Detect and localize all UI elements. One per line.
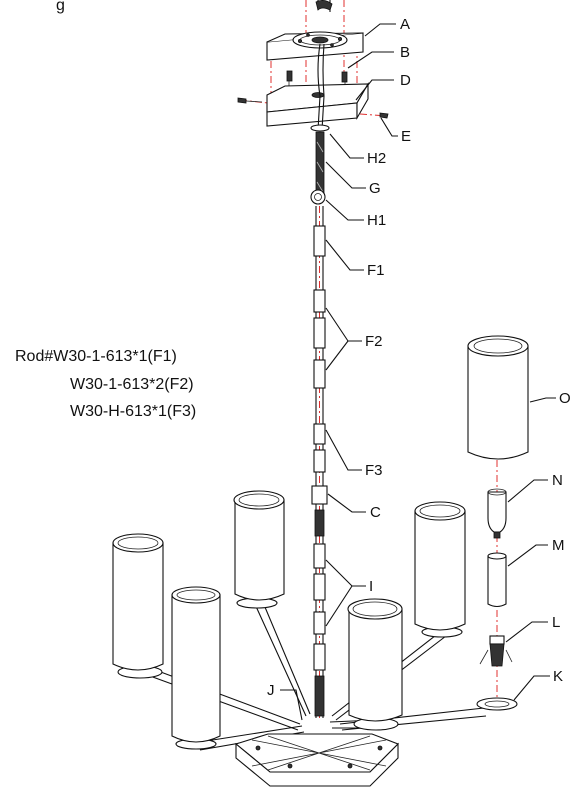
mounting-plate-A: [266, 31, 364, 61]
canopy-D: [266, 81, 369, 127]
shade-4: [347, 598, 403, 722]
coupler-C: [311, 485, 328, 505]
rod-bottom: [314, 675, 325, 717]
label-M: M: [552, 537, 565, 554]
label-G: G: [369, 180, 381, 197]
sleeve-M: [487, 552, 507, 608]
rod-segment-F2b: [313, 317, 326, 349]
label-F2: F2: [365, 333, 383, 350]
label-F3: F3: [365, 462, 383, 479]
rod-spec-line2: W30-1-613*2(F2): [70, 376, 194, 393]
rod-segment-Ic: [313, 611, 326, 635]
label-K: K: [553, 668, 563, 685]
label-I: I: [369, 578, 373, 595]
label-E: E: [401, 128, 411, 145]
rod-segment-F3b: [313, 449, 326, 473]
rod-stem: [310, 124, 330, 718]
label-H1: H1: [367, 212, 386, 229]
label-H2: H2: [367, 150, 386, 167]
shade-5: [414, 501, 466, 631]
loop-H1: [310, 189, 326, 205]
shade-2: [171, 586, 221, 743]
leader-lines: [280, 23, 556, 721]
rod-spec-line1: Rod#W30-1-613*1(F1): [15, 348, 177, 365]
label-O: O: [559, 390, 571, 407]
rod-spec: Rod#W30-1-613*1(F1) W30-1-613*2(F2) W30-…: [15, 348, 196, 420]
bobeche-K: [476, 697, 518, 711]
label-F1: F1: [367, 262, 385, 279]
collar-H2: [310, 124, 330, 132]
label-J: J: [267, 682, 275, 699]
label-B: B: [400, 44, 410, 61]
rod-segment-Ib: [313, 573, 326, 601]
label-C: C: [370, 504, 381, 521]
rod-segment-F3a: [313, 423, 326, 445]
thread-section: [314, 509, 325, 537]
rod-segment-F2a: [313, 289, 326, 313]
shade-3: [233, 490, 285, 601]
rod-segment-Id: [313, 643, 326, 671]
rod-segment-F1: [313, 225, 326, 257]
rod-segment-F2c: [313, 359, 326, 389]
shade-O: [467, 335, 529, 460]
rod-spec-line3: W30-H-613*1(F3): [70, 403, 196, 420]
part-labels: A B D E H2 G H1 F1 F2 F3 C I J O N M L K: [267, 16, 571, 699]
shade-1: [112, 533, 164, 671]
side-screws-E: [237, 97, 389, 119]
rod-segment-Ia: [313, 543, 326, 569]
label-N: N: [552, 472, 563, 489]
socket-L: [479, 635, 513, 667]
bottom-hub-base: [234, 733, 399, 787]
canopy-assembly: [237, 0, 389, 131]
label-L: L: [552, 614, 560, 631]
bulb-N: [487, 488, 507, 539]
label-D: D: [400, 72, 411, 89]
label-A: A: [400, 16, 410, 33]
corner-text: g: [56, 0, 65, 14]
